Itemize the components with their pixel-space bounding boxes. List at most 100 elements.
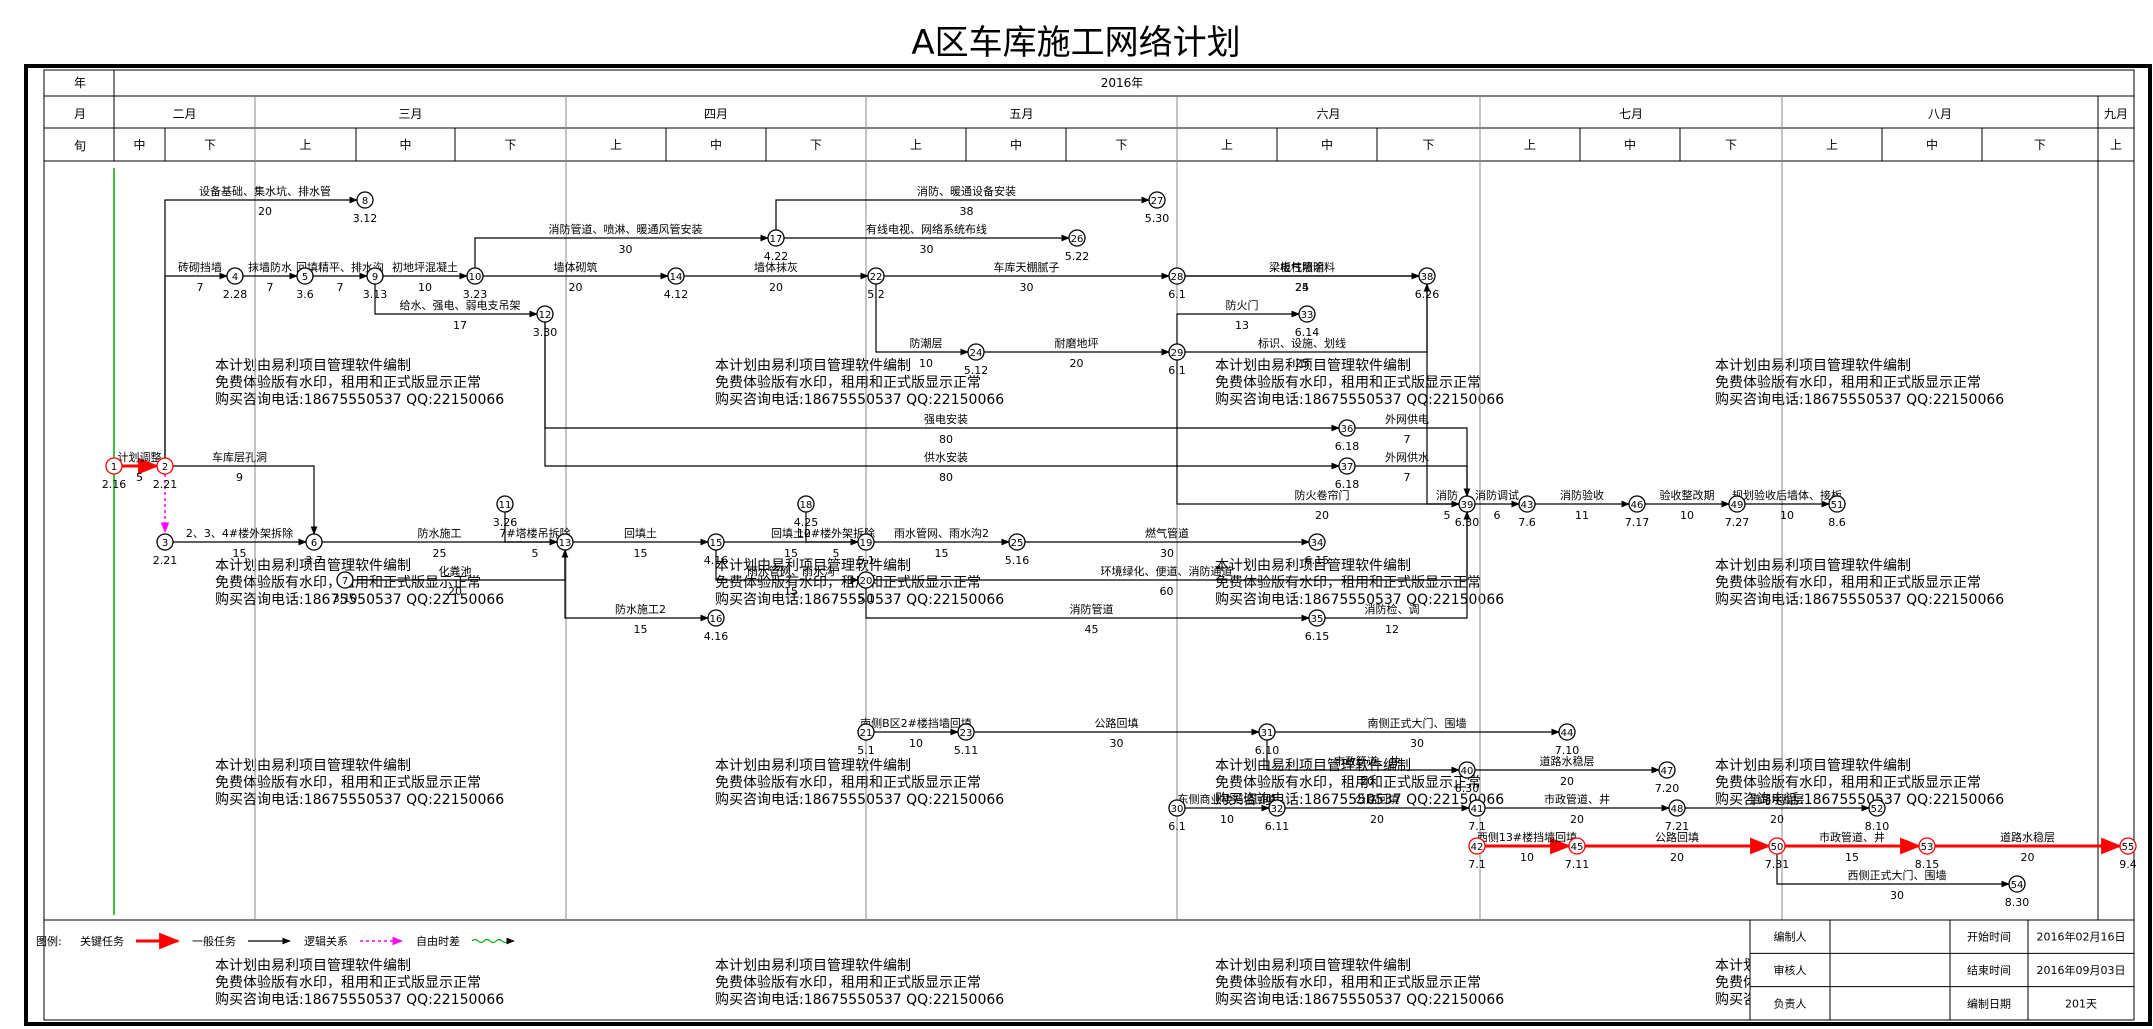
- task-name-10: 消防、暖通设备安装: [917, 184, 1016, 198]
- task-duration-21: 80: [939, 433, 953, 446]
- event-node-date-36: 6.18: [1335, 440, 1360, 453]
- xun-label-4: 下: [504, 138, 516, 152]
- watermark-5-2: 购买咨询电话:18675550537 QQ:22150066: [715, 592, 1004, 608]
- task-duration-20: 5: [1444, 509, 1451, 522]
- event-node-47: [1658, 761, 1676, 779]
- task-duration-4: 7: [337, 281, 344, 294]
- event-node-52: [1868, 799, 1886, 817]
- event-node-date-5: 3.6: [296, 288, 314, 301]
- event-node-37: [1338, 457, 1356, 475]
- task-name-39: 消防检、调: [1365, 602, 1420, 616]
- task-name-47: 市政管道、井: [1334, 754, 1400, 768]
- task-duration-46: 30: [1410, 737, 1424, 750]
- task-duration-3: 7: [267, 281, 274, 294]
- event-node-29: [1168, 343, 1186, 361]
- event-node-id-34: 34: [1311, 538, 1324, 549]
- event-node-date-48: 7.21: [1665, 820, 1690, 833]
- event-node-id-17: 17: [770, 234, 783, 245]
- xun-label-9: 中: [1010, 137, 1022, 152]
- event-node-date-51: 8.6: [1828, 516, 1846, 529]
- task-duration-6: 17: [453, 319, 467, 332]
- watermark-8-1: 免费体验版有水印，租用和正式版显示正常: [215, 775, 481, 791]
- month-label-5: 七月: [1619, 107, 1643, 121]
- task-name-1: 设备基础、集水坑、排水管: [199, 184, 331, 198]
- info-duration: 201天: [2065, 997, 2097, 1010]
- watermark-4-2: 购买咨询电话:18675550537 QQ:22150066: [215, 592, 504, 608]
- info-end: 2016年09月03日: [2037, 963, 2126, 977]
- task-duration-9: 20: [769, 281, 783, 294]
- event-node-date-9: 3.13: [363, 288, 388, 301]
- task-duration-45: 30: [1110, 737, 1124, 750]
- task-duration-37: 60: [1160, 585, 1174, 598]
- info-reviewer_label: 审核人: [1774, 963, 1807, 977]
- xun-label-2: 上: [299, 138, 311, 152]
- event-node-id-45: 45: [1571, 842, 1584, 853]
- task-name-46: 南侧正式大门、围墙: [1368, 716, 1467, 730]
- watermark-13-1: 免费体验版有水印，租用和正式版显示正常: [715, 975, 981, 991]
- info-owner_label: 负责人: [1774, 996, 1807, 1010]
- watermark-layer: 本计划由易利项目管理软件编制免费体验版有水印，租用和正式版显示正常购买咨询电话:…: [215, 358, 2004, 1008]
- task-arrow-6: [374, 284, 538, 318]
- task-name-8: 墙体砌筑: [554, 260, 598, 274]
- event-node-id-42: 42: [1471, 842, 1484, 853]
- watermark-10-2: 购买咨询电话:18675550537 QQ:22150066: [1215, 792, 1504, 808]
- chart-frame: [24, 64, 2152, 1026]
- task-arrow-1: [164, 196, 358, 458]
- task-arrow-19: [1176, 360, 1460, 508]
- event-node-id-7: 7: [342, 576, 348, 587]
- watermark-8-2: 购买咨询电话:18675550537 QQ:22150066: [215, 792, 504, 808]
- task-name-32: 回填土2: [771, 526, 811, 540]
- watermark-1-0: 本计划由易利项目管理软件编制: [715, 358, 911, 374]
- xun-label-0: 中: [133, 137, 145, 152]
- event-node-date-10: 3.23: [463, 288, 488, 301]
- event-node-20: [857, 571, 875, 589]
- event-node-date-46: 7.17: [1625, 516, 1650, 529]
- event-node-date-27: 5.30: [1145, 212, 1170, 225]
- task-duration-33: 15: [784, 585, 798, 598]
- task-duration-16: 25: [1295, 281, 1309, 294]
- event-node-9: [366, 267, 384, 285]
- watermark-3-0: 本计划由易利项目管理软件编制: [1715, 358, 1911, 374]
- event-node-id-19: 19: [860, 538, 873, 549]
- watermark-12-2: 购买咨询电话:18675550537 QQ:22150066: [215, 992, 504, 1008]
- task-duration-54: 20: [1670, 851, 1684, 864]
- event-node-id-49: 49: [1731, 500, 1744, 511]
- task-duration-30: 15: [634, 547, 648, 560]
- task-duration-14: 20: [1070, 357, 1084, 370]
- task-name-49: 东侧商业楼挡墙回填: [1178, 792, 1277, 806]
- event-node-date-4: 2.28: [223, 288, 248, 301]
- task-arrow-13: [875, 284, 969, 356]
- event-node-date-2: 2.21: [153, 478, 178, 491]
- task-name-11: 有线电视、网络系统布线: [866, 222, 987, 236]
- event-node-46: [1628, 495, 1646, 513]
- task-name-3: 抹墙防水: [248, 260, 292, 274]
- xun-label-16: 下: [1725, 138, 1737, 152]
- task-duration-50: 20: [1370, 813, 1384, 826]
- event-node-date-30: 6.1: [1168, 820, 1186, 833]
- event-node-34: [1308, 533, 1326, 551]
- month-label-3: 五月: [1009, 107, 1033, 121]
- task-duration-35: 15: [935, 547, 949, 560]
- event-node-13: [556, 533, 574, 551]
- watermark-7-0: 本计划由易利项目管理软件编制: [1715, 558, 1911, 574]
- task-name-41: 消防验收: [1560, 488, 1604, 502]
- event-node-date-38: 6.26: [1415, 288, 1440, 301]
- xun-label-13: 下: [1422, 138, 1434, 152]
- xun-label-14: 上: [1524, 138, 1536, 152]
- event-node-id-20: 20: [860, 576, 873, 587]
- event-node-id-1: 1: [111, 462, 117, 473]
- event-node-32: [1268, 799, 1286, 817]
- task-name-23: 外网供电: [1385, 412, 1429, 426]
- event-node-50: [1768, 837, 1786, 855]
- event-node-date-14: 4.12: [664, 288, 689, 301]
- legend-logic-label: 逻辑关系: [304, 934, 348, 948]
- event-node-date-32: 6.11: [1265, 820, 1290, 833]
- task-name-34: 10#楼外架拆除: [797, 526, 875, 540]
- task-arrow-17: [1176, 310, 1300, 344]
- info-start_label: 开始时间: [1967, 930, 2011, 944]
- event-node-date-8: 3.12: [353, 212, 378, 225]
- event-node-7: [336, 571, 354, 589]
- event-node-42: [1468, 837, 1486, 855]
- info-editor_label: 编制人: [1774, 930, 1807, 944]
